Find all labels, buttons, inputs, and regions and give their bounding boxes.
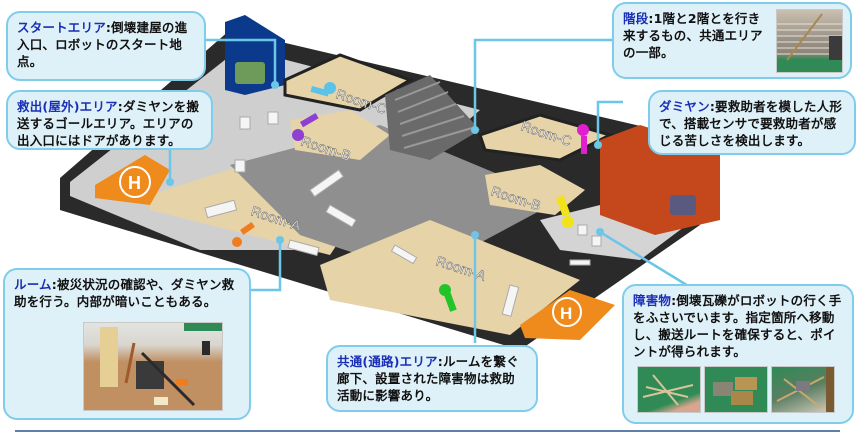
bottom-divider xyxy=(15,430,840,432)
dummy-orange-icon xyxy=(232,221,255,247)
dummy-yellow-icon xyxy=(556,195,574,228)
room-interior-photo xyxy=(83,322,223,411)
stairs-photo-lines xyxy=(777,13,842,61)
callout-term: スタートエリア xyxy=(17,20,106,35)
callout-sep: : xyxy=(105,20,112,35)
dummy-green-icon xyxy=(439,284,457,312)
room-photo-details xyxy=(100,323,222,407)
callout-connectors xyxy=(166,38,691,343)
helipad-right-circle xyxy=(552,297,582,327)
room-a-right-floor xyxy=(320,220,580,335)
debris-sticks-photo xyxy=(637,366,701,413)
helipad-right-h: H xyxy=(560,304,572,323)
callout-stairs: 階段:1階と2階とを行き来するもの、共通エリアの一部。 xyxy=(612,2,852,79)
callout-rescue-area: 救出(屋外)エリア:ダミヤンを搬送するゴールエリア。エリアの出入口にはドアがあり… xyxy=(6,90,213,150)
callout-corridor: 共通(通路)エリア:ルームを繋ぐ廊下、設置された障害物は救助活動に影響あり。 xyxy=(326,345,538,412)
callout-sep: : xyxy=(51,277,57,292)
callout-body: 階段:1階と2階とを行き来するもの、共通エリアの一部。 xyxy=(623,10,763,61)
callout-text: ルームを繋ぐ廊下、設置された障害物は救助活動に影響あり。 xyxy=(337,354,519,403)
blocks-photo xyxy=(704,366,768,413)
callout-text: 倒壊瓦礫がロボットの行く手をふさいでいます。指定箇所へ移動し、搬送ルートを確保す… xyxy=(633,293,842,359)
dummy-magenta-icon xyxy=(577,124,589,154)
callout-term: ダミヤン xyxy=(659,99,710,114)
upper-room-b-left xyxy=(290,110,390,160)
callout-term: 階段 xyxy=(623,11,649,26)
callout-sep: : xyxy=(648,11,654,26)
callout-dummy: ダミヤン:要救助者を模した人形で、搭載センサで要救助者が感じる苦しさを検出します… xyxy=(648,90,856,155)
callout-text: 被災状況の確認や、ダミヤン救助を行う。内部が暗いこともある。 xyxy=(14,277,235,309)
callout-text: 1階と2階とを行き来するもの、共通エリアの一部。 xyxy=(623,11,763,60)
callout-text: 倒壊建屋の進入口、ロボットのスタート地点。 xyxy=(17,20,188,69)
callout-term: ルーム xyxy=(14,277,52,292)
stairs xyxy=(385,75,480,160)
helipad-left xyxy=(95,155,170,205)
stairs-photo xyxy=(776,9,843,73)
helipad-left-circle xyxy=(119,166,151,198)
callout-room: ルーム:被災状況の確認や、ダミヤン救助を行う。内部が暗いこともある。 xyxy=(3,268,251,420)
rubble-photo xyxy=(771,366,835,413)
start-robot xyxy=(235,62,265,84)
helipad-right xyxy=(520,290,615,340)
callout-term: 救出(屋外)エリア xyxy=(17,99,118,114)
exit-robot xyxy=(670,195,696,215)
callout-sep: : xyxy=(709,99,716,114)
callout-sep: : xyxy=(671,293,677,308)
callout-obstacle: 障害物:倒壊瓦礫がロボットの行く手をふさいでいます。指定箇所へ移動し、搬送ルート… xyxy=(622,284,854,424)
callout-term: 障害物 xyxy=(633,293,672,308)
callout-sep: : xyxy=(117,99,123,114)
callout-term: 共通(通路)エリア xyxy=(337,354,438,369)
helipad-left-h: H xyxy=(128,173,141,193)
callout-sep: : xyxy=(437,354,443,369)
callout-text: 要救助者を模した人形で、搭載センサで要救助者が感じる苦しさを検出します。 xyxy=(659,99,843,148)
dummy-purple-icon xyxy=(292,113,319,141)
callout-start-area: スタートエリア:倒壊建屋の進入口、ロボットのスタート地点。 xyxy=(6,11,206,81)
dummy-blue-icon xyxy=(310,82,336,97)
obstacles xyxy=(204,111,602,317)
callout-text: ダミヤンを搬送するゴールエリア。エリアの出入口にはドアがあります。 xyxy=(17,99,200,148)
